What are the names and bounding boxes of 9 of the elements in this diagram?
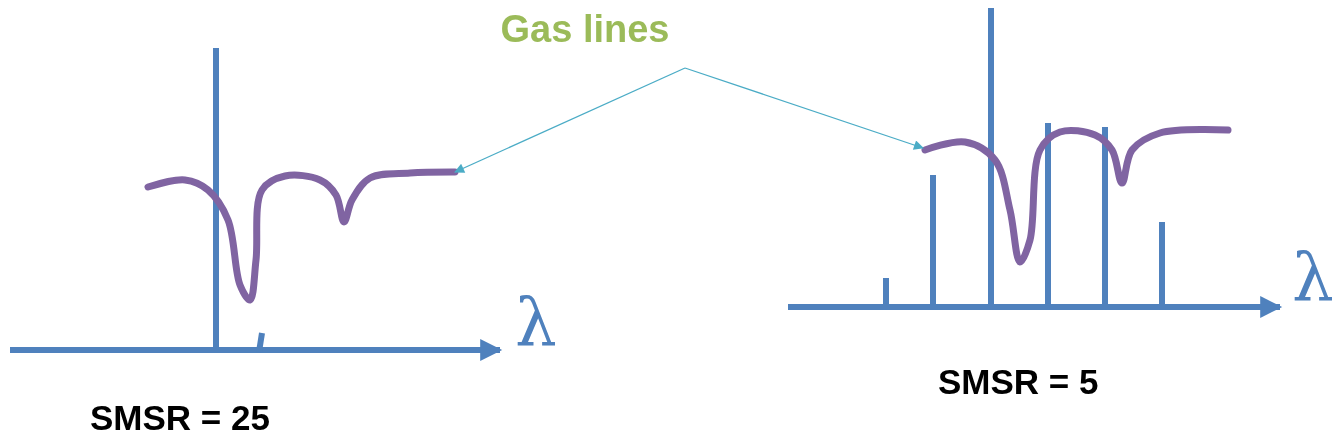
leader-arrow — [454, 67, 686, 173]
gas-absorption-curve — [144, 168, 459, 304]
smsr-label: SMSR = 25 — [90, 398, 270, 438]
smsr-label: SMSR = 5 — [938, 362, 1099, 402]
leader-arrow — [684, 67, 924, 150]
axis-symbol: λ — [515, 290, 557, 356]
axis-symbol: λ — [1292, 245, 1334, 311]
gas-absorption-curve — [921, 126, 1232, 266]
callout-text: Gas lines — [470, 8, 700, 68]
